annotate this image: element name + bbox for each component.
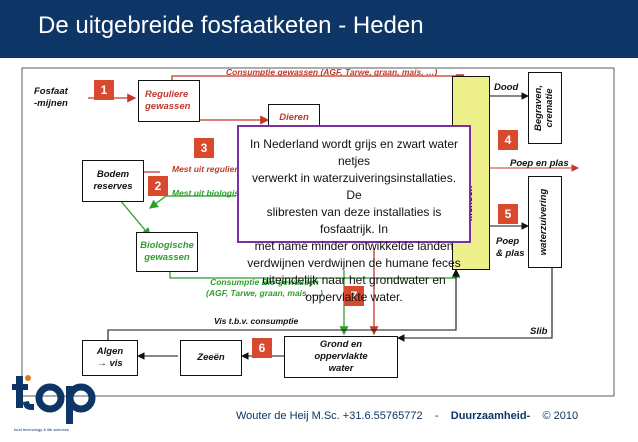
reguliere-gewassen-box: Reguliere gewassen (138, 80, 200, 122)
bodem-reserves-box: Bodem reserves (82, 160, 144, 202)
footer-topic: Duurzaamheid- (450, 410, 531, 422)
title-bar: De uitgebreide fosfaatketen - Heden (0, 0, 638, 58)
edge-bodem-bio (119, 199, 151, 237)
step-badge-6: 6 (252, 338, 272, 358)
waterzuivering-box (528, 176, 562, 268)
footer-separator: - (434, 410, 439, 422)
top-logo (12, 372, 100, 436)
info-callout: In Nederland wordt grijs en zwart water … (237, 125, 471, 304)
dood-label: Dood (494, 82, 519, 93)
fosfaat-mijnen-label: Fosfaat -mijnen (34, 86, 68, 109)
step-badge-5: 5 (498, 204, 518, 224)
edge-vis-consumptie (107, 268, 460, 340)
mest-biologisch-label: Mest uit biologis (172, 188, 240, 198)
step-badge-4: 4 (498, 130, 518, 150)
footer-copyright: © 2010 (542, 410, 579, 422)
slide-title: De uitgebreide fosfaatketen - Heden (38, 12, 424, 39)
poep-plas-label: Poep & plas (496, 236, 525, 259)
poep-en-plas-label: Poep en plas (510, 158, 569, 169)
top-logo-icon (12, 375, 96, 424)
grond-oppervlakte-box: Grond en oppervlakte water (284, 336, 398, 378)
footer-author: Wouter de Heij M.Sc. +31.6.55765772 (236, 410, 423, 422)
step-badge-7: 7 (344, 286, 364, 306)
edge-mest-biologisch (148, 195, 236, 209)
step-badge-3: 3 (194, 138, 214, 158)
begraven-label: Begraven, crematie (533, 85, 556, 131)
edge-slib (396, 268, 553, 342)
waterzuivering-label: waterzuivering (538, 188, 549, 256)
step-badge-1: 1 (94, 80, 114, 100)
vis-consumptie-label: Vis t.b.v. consumptie (214, 316, 299, 326)
top-logo-subtitle: food technology & life sciences (14, 427, 69, 432)
mest-regulier-label: Mest uit reguliere (172, 164, 243, 174)
slib-label: Slib (530, 326, 548, 337)
consumptie-bio-label: Consumptie Bio-gewassen (AGF, Tarwe, gra… (206, 277, 323, 299)
begraven-box (528, 72, 562, 144)
zeeen-box: Zeeën (180, 340, 242, 376)
biologische-gewassen-box: Biologische gewassen (136, 232, 198, 272)
consumptie-gewassen-label: Consumptie gewassen (AGF, Tarwe, graan, … (226, 67, 438, 77)
slide-footer: Wouter de Heij M.Sc. +31.6.55765772 - Du… (236, 410, 578, 422)
diagram-frame (21, 67, 615, 397)
step-badge-2: 2 (148, 176, 168, 196)
algen-box: Algen → vis (82, 340, 138, 376)
